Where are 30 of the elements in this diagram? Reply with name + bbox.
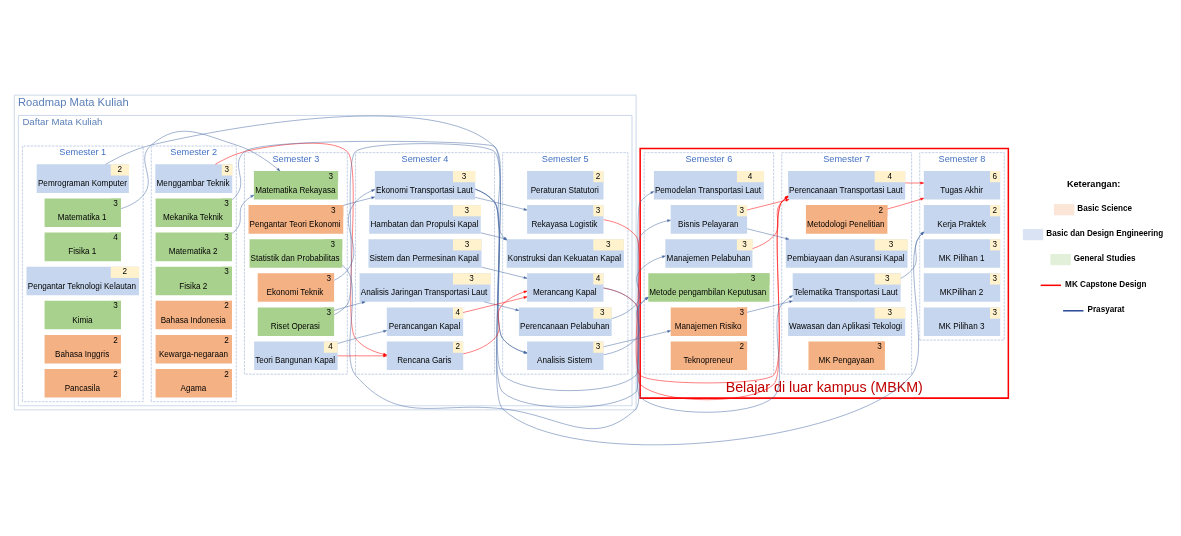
arrow xyxy=(887,197,924,210)
arrow xyxy=(905,181,924,185)
legend-label: Basic Science xyxy=(1077,204,1133,214)
arrow xyxy=(231,194,255,234)
arrow xyxy=(475,188,671,408)
arrow xyxy=(603,297,649,356)
arrow xyxy=(337,354,387,358)
arrow xyxy=(611,255,666,319)
arrow xyxy=(343,196,375,206)
arrow xyxy=(746,198,790,211)
legend-label: MK Capstone Design xyxy=(1065,279,1147,289)
arrow xyxy=(746,228,790,240)
arrow xyxy=(746,300,793,313)
arrow xyxy=(333,301,366,311)
arrow xyxy=(475,197,528,211)
arrow xyxy=(475,188,655,391)
legend-label: Prasyarat xyxy=(1087,305,1125,315)
arrow xyxy=(337,330,387,344)
arrow xyxy=(463,290,528,355)
arrow xyxy=(342,264,649,429)
legend-label: Basic dan Design Engineering xyxy=(1046,229,1164,239)
label: Keterangan: xyxy=(1066,178,1121,189)
arrow xyxy=(603,287,793,413)
arrow xyxy=(462,296,528,313)
arrow xyxy=(334,189,375,281)
arrow xyxy=(481,266,528,279)
arrow xyxy=(603,330,671,348)
arrow xyxy=(752,196,789,249)
legend-label: General Studies xyxy=(1073,254,1136,264)
arrow xyxy=(483,301,520,311)
